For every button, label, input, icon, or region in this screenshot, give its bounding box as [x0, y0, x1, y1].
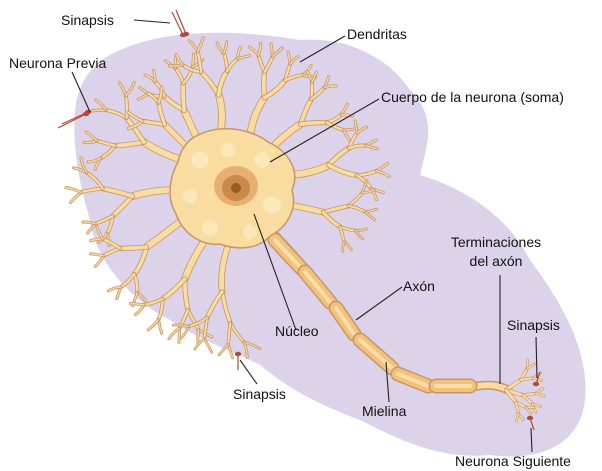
dendrite-branch-fill	[126, 96, 127, 118]
synapse-knob	[235, 352, 241, 356]
soma-granule	[263, 196, 281, 214]
soma-granule	[202, 220, 218, 236]
dendrite-branch-fill	[120, 247, 146, 248]
label-nucleo: Núcleo	[275, 323, 319, 339]
label-axon: Axón	[403, 278, 435, 294]
label-terminaciones-line1: Terminaciones	[440, 234, 552, 250]
soma-granule	[254, 152, 270, 168]
dendrite-branch-fill	[301, 123, 327, 125]
synapse-knob	[85, 110, 91, 114]
dendrite-branch-fill	[179, 328, 180, 342]
synapse-knob	[183, 32, 189, 36]
label-cuerpo: Cuerpo de la neurona (soma)	[381, 89, 564, 105]
synapse-knob	[533, 382, 539, 386]
label-sinapsis-bottom: Sinapsis	[233, 386, 286, 402]
dendrite-branch-fill	[71, 192, 81, 202]
soma-granule	[183, 189, 197, 203]
label-terminaciones-line2: del axón	[440, 253, 552, 269]
label-sinapsis-right: Sinapsis	[507, 317, 560, 333]
dendrite-branch-fill	[183, 83, 184, 110]
leader-line	[134, 20, 170, 23]
soma-granule	[191, 151, 209, 169]
dendrite-branch-fill	[195, 339, 204, 350]
label-terminaciones: Terminaciones del axón	[440, 234, 552, 269]
label-sinapsis-top: Sinapsis	[61, 12, 114, 28]
leader-line	[240, 360, 257, 384]
dendrite-branch-fill	[148, 320, 158, 330]
label-neurona-siguiente: Neurona Siguiente	[455, 453, 571, 469]
label-dendritas: Dendritas	[347, 26, 407, 42]
dendrite-branch-fill	[92, 110, 106, 111]
label-mielina: Mielina	[362, 403, 406, 419]
soma-granule	[243, 225, 257, 239]
nucleolus	[231, 183, 241, 193]
synapse-knob	[527, 416, 533, 420]
dendrite-branch-fill	[95, 256, 103, 266]
label-neurona-previa: Neurona Previa	[9, 55, 106, 71]
dendrite-branch-fill	[198, 330, 199, 344]
dendrite-branch-fill	[264, 72, 265, 98]
soma-granule	[221, 143, 235, 157]
